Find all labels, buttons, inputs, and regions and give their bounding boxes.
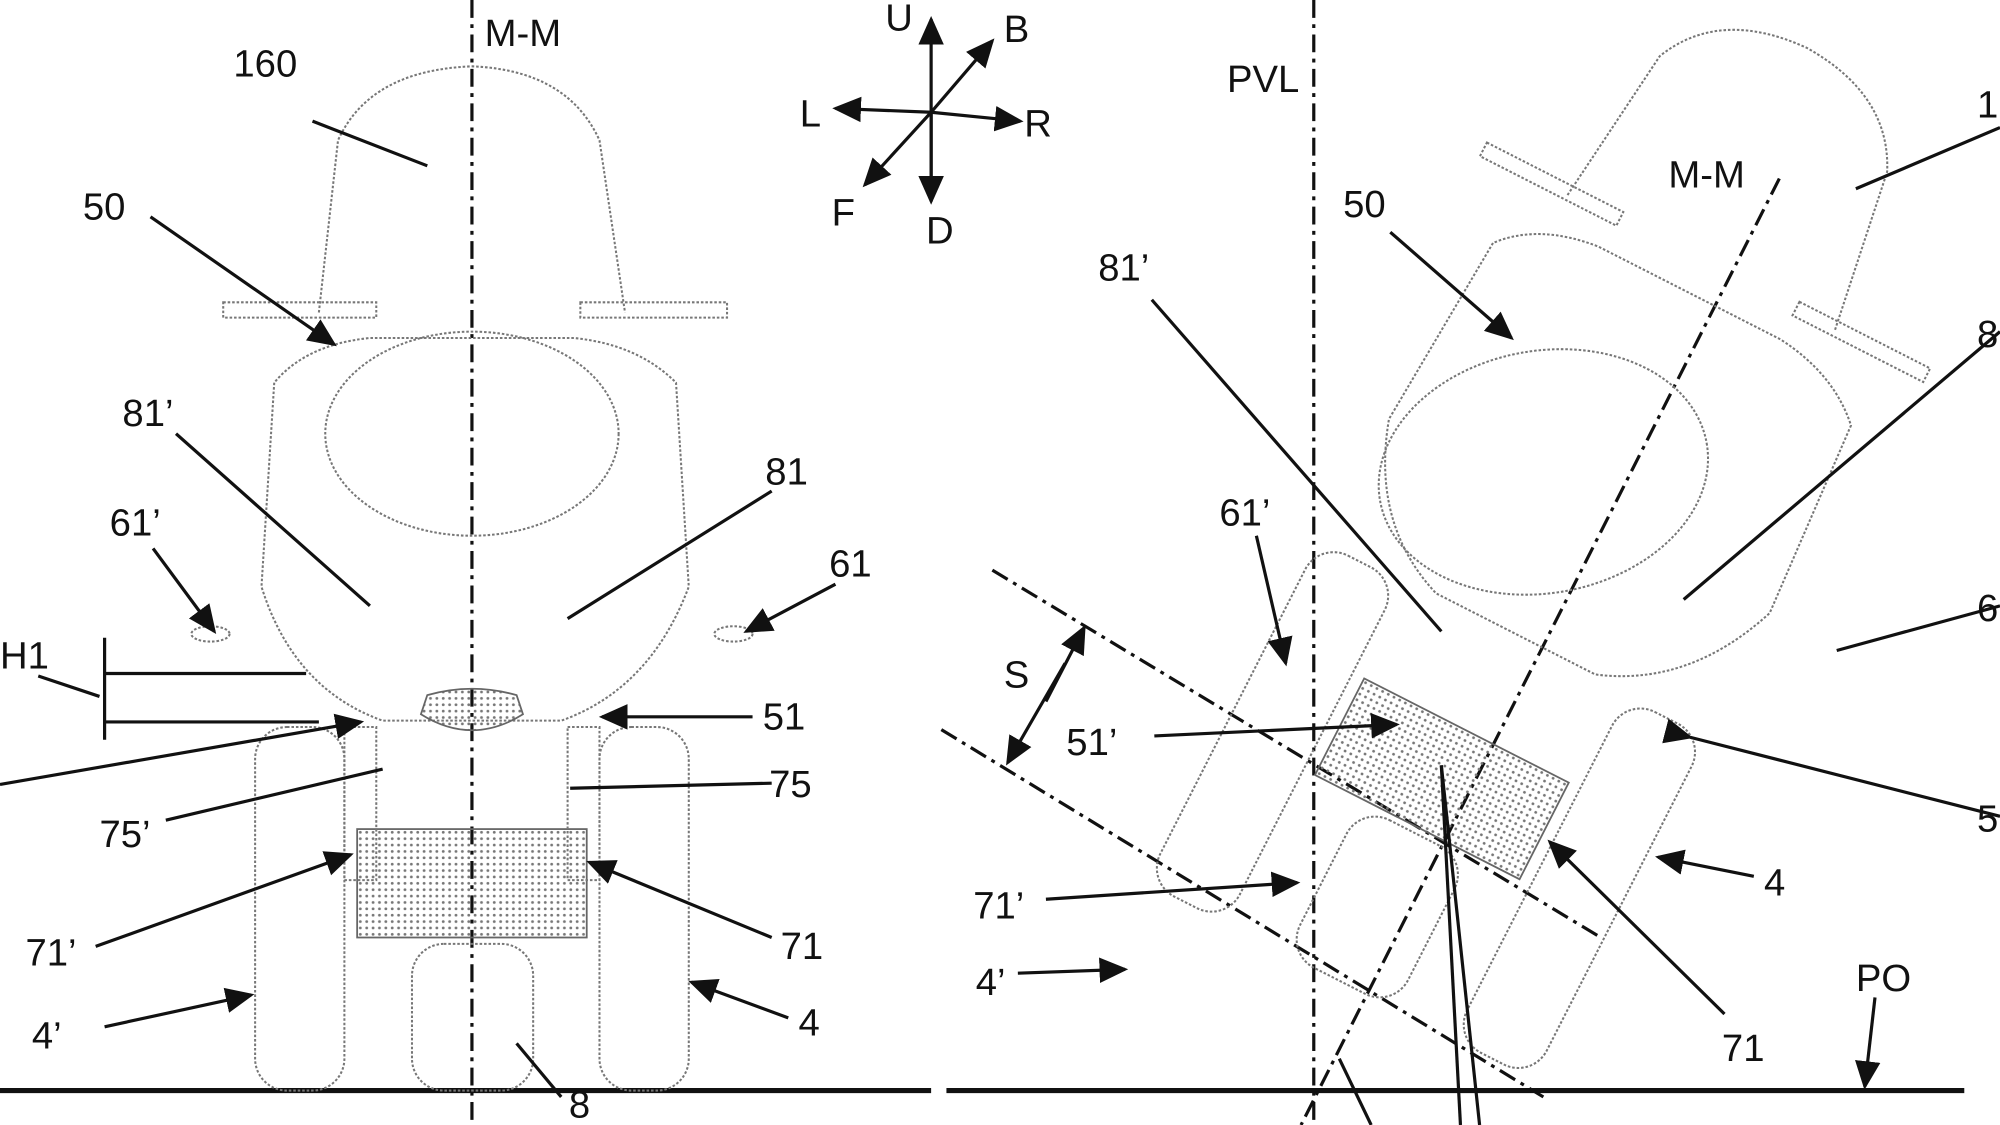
wheel-4-tilted <box>1462 707 1697 1070</box>
label-po: PO <box>1856 957 1911 1000</box>
label-4-tilted: 4 <box>1764 861 1785 904</box>
handlebar-right-tilted <box>1791 300 1932 384</box>
rear-wheel-8 <box>410 942 535 1092</box>
label-pvl: PVL <box>1227 58 1299 101</box>
right-leader-lines <box>1017 126 2000 1125</box>
offset-line-upper <box>991 568 1602 939</box>
label-partial-8: 8 <box>1977 313 1998 356</box>
direction-compass: U B L R F D <box>800 0 1052 253</box>
label-75prime: 75’ <box>99 813 150 856</box>
label-midplane-mm-tilted: M-M <box>1668 154 1744 197</box>
windshield <box>317 65 627 313</box>
label-8: 8 <box>569 1083 590 1125</box>
front-fairing <box>260 336 690 722</box>
left-leader-lines <box>0 119 837 1098</box>
tilted-vehicle-body <box>1155 28 1932 1070</box>
label-71: 71 <box>781 925 824 968</box>
rear-wheel-tilted <box>1295 815 1459 999</box>
front-fairing-tilted <box>1384 233 1853 678</box>
label-160: 160 <box>233 43 297 86</box>
indicator-61 <box>713 625 754 643</box>
label-51: 51 <box>763 696 806 739</box>
windshield-tilted <box>1566 28 1889 332</box>
label-71prime: 71’ <box>26 932 77 975</box>
headlight <box>324 330 620 537</box>
label-81prime-tilted: 81’ <box>1098 247 1149 290</box>
label-4prime-tilted: 4’ <box>976 961 1006 1004</box>
radiator-grille <box>356 828 588 939</box>
label-50-tilted: 50 <box>1343 183 1386 226</box>
s-dimension-arrow-down <box>1006 662 1067 766</box>
wheel-4prime <box>254 726 346 1092</box>
compass-right-label: R <box>1024 102 1052 145</box>
label-midplane-mm: M-M <box>485 12 561 55</box>
label-81: 81 <box>765 451 808 494</box>
compass-up-label: U <box>885 0 913 40</box>
wheel-4prime-tilted <box>1155 551 1390 913</box>
handlebar-left <box>222 301 378 319</box>
h1-leader <box>37 674 100 698</box>
offset-line-lower <box>940 728 1545 1099</box>
label-71prime-tilted: 71’ <box>973 884 1024 927</box>
headlight-tilted <box>1377 348 1710 596</box>
label-61: 61 <box>829 543 872 586</box>
label-4: 4 <box>798 1002 819 1045</box>
label-61prime: 61’ <box>110 502 161 545</box>
handlebar-right <box>579 301 729 319</box>
left-view-upright-vehicle: 160 M-M 50 81’ 81 61’ 61 H1 51 75 75’ 71… <box>0 0 932 1125</box>
compass-down-label: D <box>926 210 954 253</box>
label-partial-1: 1 <box>1977 83 1998 126</box>
label-4prime: 4’ <box>32 1014 62 1057</box>
label-71-tilted: 71 <box>1722 1027 1765 1070</box>
wheel-4 <box>598 726 690 1092</box>
midplane-axis-right <box>1299 177 1781 1125</box>
label-61prime-tilted: 61’ <box>1219 492 1270 535</box>
indicator-61prime <box>190 625 231 643</box>
label-50: 50 <box>83 185 126 228</box>
compass-front-label: F <box>832 192 855 235</box>
compass-back-label: B <box>1004 8 1030 51</box>
label-81prime: 81’ <box>122 392 173 435</box>
label-75: 75 <box>769 763 812 806</box>
label-partial-6: 6 <box>1977 587 1998 630</box>
handlebar-left-tilted <box>1478 141 1625 228</box>
label-51prime-tilted: 51’ <box>1066 721 1117 764</box>
right-view-tilted-vehicle: PVL M-M 50 81’ 61’ S 51’ 71’ 4’ 4 71 PO … <box>940 0 2000 1125</box>
label-h1: H1 <box>0 634 49 677</box>
compass-left-label: L <box>800 92 821 135</box>
front-light-cluster <box>419 687 525 731</box>
label-s: S <box>1004 654 1030 697</box>
label-partial-5: 5 <box>1977 798 1998 841</box>
